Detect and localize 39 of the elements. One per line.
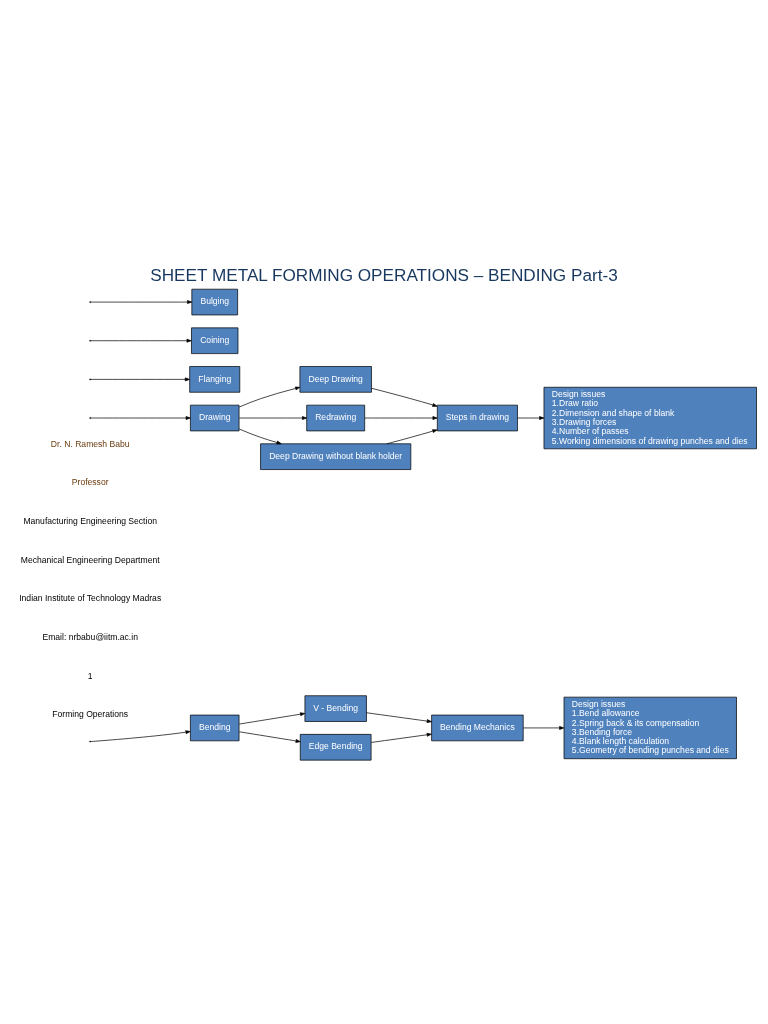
node-box: Drawing xyxy=(190,404,240,431)
label: Dr. N. Ramesh Babu xyxy=(50,438,130,449)
arrow xyxy=(523,725,565,730)
arrow xyxy=(239,711,306,724)
node-box: Flanging xyxy=(189,365,241,393)
arrow xyxy=(90,415,191,420)
arrow xyxy=(371,387,438,407)
node-box: Redrawing xyxy=(306,404,366,431)
label: Forming Operations xyxy=(52,708,129,719)
node-box: Design issues 1.Draw ratio 2.Dimension and shape of blank 3.Drawing forces 4.Number of passes 5.Working dimensions of drawing punches and dies xyxy=(543,386,757,449)
label: 1 xyxy=(87,670,93,681)
node-box: Coining xyxy=(191,327,239,354)
node-box: Design issues 1.Bend allowance 2.Spring back & its compensation 3.Bending force 4.Blank length calculation 5.Geometry of bending punches and dies xyxy=(563,696,737,759)
node-box: Edge Bending xyxy=(299,733,372,760)
node-box: Bending xyxy=(190,714,240,741)
arrow xyxy=(239,415,308,420)
arrow xyxy=(364,415,438,420)
label: Manufacturing Engineering Section xyxy=(23,515,157,526)
arrow xyxy=(517,415,545,420)
node-box: Deep Drawing xyxy=(299,365,372,393)
label: Email: nrbabu@iitm.ac.in xyxy=(42,631,138,642)
diagram-title: SHEET METAL FORMING OPERATIONS – BENDING Part-3 xyxy=(150,264,618,285)
arrow xyxy=(386,428,438,444)
arrow xyxy=(90,338,192,343)
arrow xyxy=(90,377,190,381)
arrow xyxy=(370,732,432,743)
arrow xyxy=(239,730,301,743)
arrow xyxy=(366,711,432,723)
node-box: V - Bending xyxy=(304,694,367,722)
label: Mechanical Engineering Department xyxy=(20,554,160,565)
arrow xyxy=(238,386,301,407)
label: Professor xyxy=(71,476,109,487)
label: Indian Institute of Technology Madras xyxy=(19,592,162,603)
arrow xyxy=(90,729,191,742)
node-box: Steps in drawing xyxy=(436,404,518,431)
node-box: Bulging xyxy=(191,288,238,315)
arrow xyxy=(90,299,193,304)
arrow xyxy=(238,428,282,444)
node-box: Bending Mechanics xyxy=(431,714,524,741)
